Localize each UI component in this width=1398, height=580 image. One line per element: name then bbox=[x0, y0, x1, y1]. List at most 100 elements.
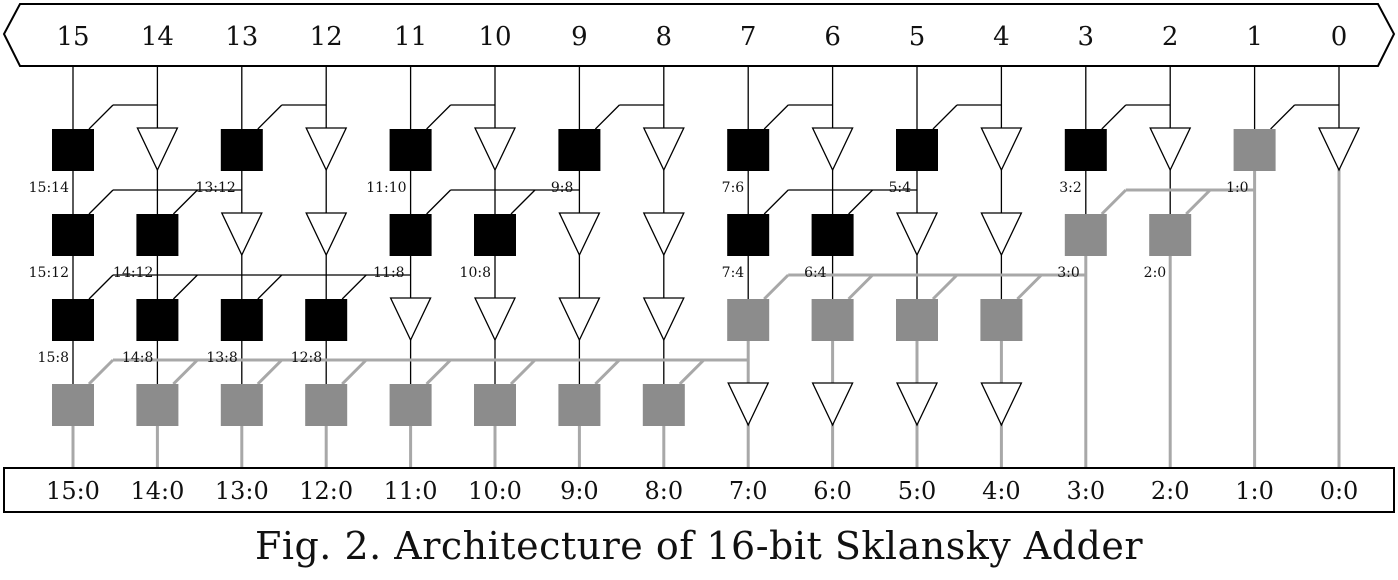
cells bbox=[52, 127, 1361, 427]
output-bit-label: 7:0 bbox=[729, 477, 768, 505]
cell-label: 1:0 bbox=[1226, 180, 1249, 196]
buffer-cell bbox=[305, 212, 348, 257]
cell-label: 3:2 bbox=[1059, 180, 1082, 196]
group-tap bbox=[256, 358, 283, 386]
buffer-cell bbox=[558, 212, 601, 257]
gray-cell bbox=[136, 384, 179, 426]
gray-cell bbox=[727, 299, 770, 341]
input-bit-label: 13 bbox=[225, 22, 258, 52]
output-bit-label: 0:0 bbox=[1320, 477, 1359, 505]
input-bit-label: 15 bbox=[56, 22, 89, 52]
input-bit-label: 14 bbox=[141, 22, 174, 52]
output-bit-label: 8:0 bbox=[644, 477, 683, 505]
buffer-cell bbox=[895, 382, 939, 427]
group-tap bbox=[510, 189, 536, 215]
buffer-cell bbox=[642, 212, 685, 257]
input-bit-label: 0 bbox=[1331, 22, 1348, 52]
group-tap bbox=[88, 189, 114, 215]
figure-caption: Fig. 2. Architecture of 16-bit Sklansky … bbox=[254, 524, 1144, 568]
group-tap bbox=[509, 358, 537, 386]
buffer-cell bbox=[1317, 127, 1361, 172]
group-tap bbox=[87, 358, 115, 386]
input-bit-label: 12 bbox=[310, 22, 343, 52]
buffer-cell bbox=[642, 297, 685, 342]
output-bit-label: 1:0 bbox=[1235, 477, 1274, 505]
group-tap bbox=[257, 104, 283, 130]
group-tap bbox=[932, 104, 958, 130]
output-bit-label: 15:0 bbox=[46, 477, 100, 505]
gray-cell bbox=[1149, 214, 1192, 256]
group-tap bbox=[678, 358, 705, 386]
output-bit-label: 9:0 bbox=[560, 477, 599, 505]
cell-label: 13:12 bbox=[195, 180, 235, 196]
output-bit-label: 13:0 bbox=[215, 477, 269, 505]
buffer-cell bbox=[220, 212, 263, 257]
black-cell bbox=[558, 129, 601, 171]
input-bit-label: 3 bbox=[1078, 22, 1095, 52]
group-tap bbox=[1185, 188, 1212, 216]
gray-cell bbox=[1064, 214, 1107, 256]
gray-cell bbox=[811, 299, 854, 341]
cell-label: 6:4 bbox=[804, 265, 827, 281]
gray-cell bbox=[305, 384, 348, 426]
input-bit-label: 8 bbox=[656, 22, 673, 52]
cell-label: 13:8 bbox=[206, 350, 237, 366]
buffer-cell bbox=[811, 127, 854, 172]
group-tap bbox=[1016, 273, 1043, 301]
black-cell bbox=[727, 214, 770, 256]
black-cell bbox=[896, 129, 938, 171]
buffer-cell bbox=[642, 127, 685, 172]
black-cell bbox=[136, 214, 179, 256]
gray-cell bbox=[558, 384, 601, 426]
group-tap bbox=[426, 104, 452, 130]
output-bit-label: 14:0 bbox=[130, 477, 184, 505]
input-bit-label: 5 bbox=[909, 22, 926, 52]
cell-label: 11:10 bbox=[366, 180, 406, 196]
buffer-cell bbox=[727, 382, 770, 427]
input-bus bbox=[2, 3, 1396, 67]
cell-label: 11:8 bbox=[373, 265, 404, 281]
buffer-cell bbox=[980, 212, 1023, 257]
buffer-cell bbox=[558, 297, 601, 342]
gray-cell bbox=[642, 384, 685, 426]
input-bit-label: 4 bbox=[993, 22, 1010, 52]
buffer-cell bbox=[811, 382, 854, 427]
group-tap bbox=[594, 104, 620, 130]
black-cell bbox=[474, 214, 516, 256]
buffer-cell bbox=[136, 127, 179, 172]
gray-cell bbox=[980, 299, 1023, 341]
black-cell bbox=[727, 129, 770, 171]
group-tap bbox=[257, 274, 283, 300]
output-bit-label: 11:0 bbox=[384, 477, 438, 505]
cell-label: 14:12 bbox=[113, 265, 153, 281]
input-bit-label: 9 bbox=[571, 22, 588, 52]
group-tap bbox=[1101, 104, 1127, 130]
group-tap bbox=[425, 358, 452, 386]
input-bit-label: 1 bbox=[1246, 22, 1263, 52]
output-bit-label: 4:0 bbox=[982, 477, 1021, 505]
gray-cell bbox=[389, 384, 432, 426]
input-bit-label: 10 bbox=[478, 22, 511, 52]
group-tap bbox=[848, 189, 874, 215]
cell-label: 5:4 bbox=[888, 180, 911, 196]
group-tap bbox=[172, 358, 199, 386]
buffer-cell bbox=[473, 297, 517, 342]
cell-label: 12:8 bbox=[291, 350, 322, 366]
cell-label: 14:8 bbox=[122, 350, 153, 366]
black-cell bbox=[52, 299, 94, 341]
group-tap bbox=[88, 274, 114, 300]
input-bit-label: 7 bbox=[740, 22, 757, 52]
cell-label: 7:4 bbox=[722, 265, 745, 281]
group-tap bbox=[426, 189, 452, 215]
group-tap bbox=[594, 358, 621, 386]
cell-label: 2:0 bbox=[1144, 265, 1167, 281]
group-tap bbox=[341, 358, 368, 386]
input-bit-label: 2 bbox=[1162, 22, 1179, 52]
output-bus bbox=[3, 467, 1395, 513]
group-tap bbox=[763, 189, 789, 215]
cell-label: 15:12 bbox=[29, 265, 69, 281]
black-cell bbox=[136, 299, 179, 341]
black-cell bbox=[389, 214, 432, 256]
